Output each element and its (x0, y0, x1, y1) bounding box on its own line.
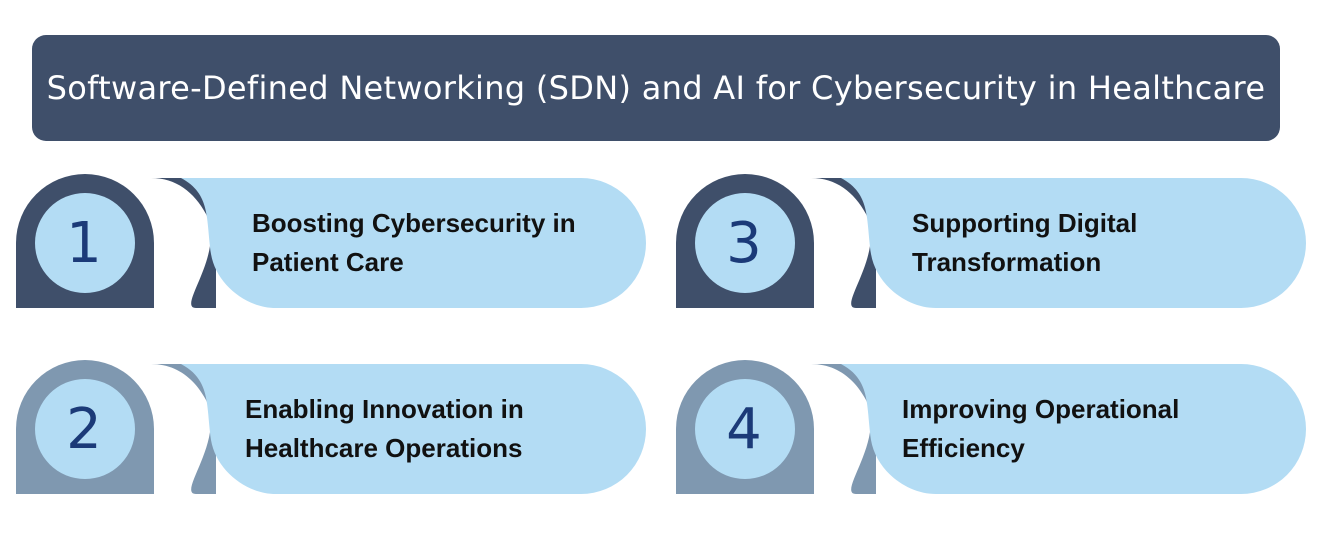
number-circle (695, 193, 795, 293)
item-card-4: 4 Improving Operational Efficiency (676, 360, 1308, 498)
item-number: 1 (66, 210, 102, 276)
card-pill (841, 178, 1306, 308)
number-circle (35, 193, 135, 293)
item-label: Supporting Digital Transformation (912, 208, 1138, 277)
card-pill (181, 178, 646, 308)
item-label: Enabling Innovation in Healthcare Operat… (245, 394, 524, 463)
card-shape (16, 360, 646, 494)
item-card-3: 3 Supporting Digital Transformation (676, 174, 1308, 312)
item-number: 3 (726, 210, 762, 276)
item-number: 2 (66, 396, 102, 462)
number-circle (695, 379, 795, 479)
item-card-1: 1 Boosting Cybersecurity in Patient Care (16, 174, 648, 312)
item-label: Improving Operational Efficiency (902, 394, 1180, 463)
item-label: Boosting Cybersecurity in Patient Care (252, 208, 576, 277)
card-pill (841, 364, 1306, 494)
card-shape (676, 360, 1306, 494)
page-title: Software-Defined Networking (SDN) and AI… (46, 69, 1266, 107)
card-pill (181, 364, 646, 494)
item-number: 4 (726, 396, 762, 462)
card-shape (676, 174, 1306, 308)
item-card-2: 2 Enabling Innovation in Healthcare Oper… (16, 360, 648, 498)
number-circle (35, 379, 135, 479)
card-shape (16, 174, 646, 308)
title-banner: Software-Defined Networking (SDN) and AI… (32, 35, 1280, 141)
